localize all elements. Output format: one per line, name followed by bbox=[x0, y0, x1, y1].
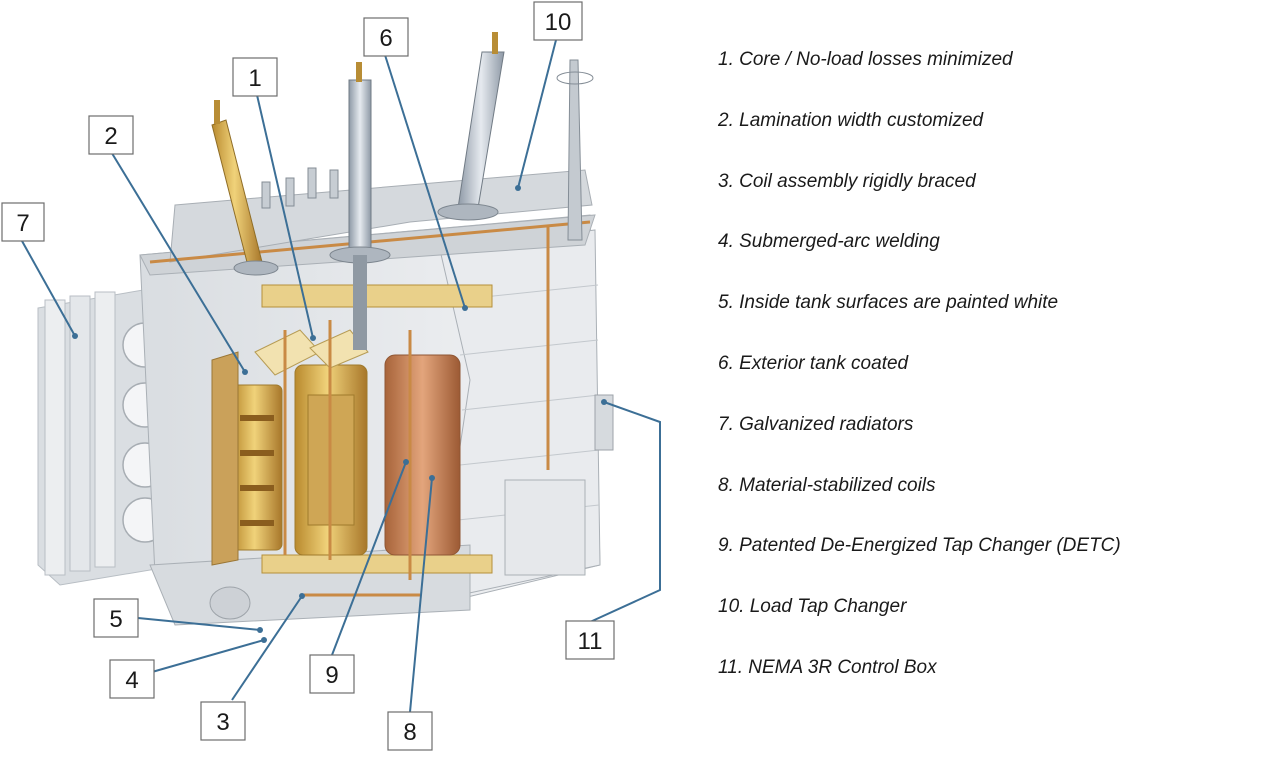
legend-item-8: 8. Material-stabilized coils bbox=[718, 474, 936, 496]
callout-8-label: 8 bbox=[403, 719, 416, 746]
callout-2-label: 2 bbox=[104, 123, 117, 150]
callout-3-label: 3 bbox=[216, 709, 229, 736]
legend-item-9: 9. Patented De-Energized Tap Changer (DE… bbox=[718, 535, 1121, 557]
tank-cover bbox=[169, 169, 593, 263]
callout-9-label: 9 bbox=[325, 662, 338, 689]
callout-11-label: 11 bbox=[578, 628, 603, 655]
callout-3: 3 bbox=[200, 701, 246, 741]
callout-6: 6 bbox=[363, 17, 409, 57]
legend-item-6: 6. Exterior tank coated bbox=[718, 352, 909, 374]
legend-item-1: 1. Core / No-load losses minimized bbox=[718, 49, 1013, 70]
callout-4: 4 bbox=[109, 659, 155, 699]
callout-1: 1 bbox=[232, 57, 278, 97]
callout-5: 5 bbox=[93, 598, 139, 638]
core-and-coil-assembly bbox=[211, 284, 493, 574]
callout-8: 8 bbox=[387, 711, 433, 751]
leader-lines bbox=[21, 39, 661, 713]
legend-item-4: 4. Submerged-arc welding bbox=[718, 231, 940, 253]
callout-7-label: 7 bbox=[16, 210, 29, 237]
callout-7: 7 bbox=[1, 202, 45, 242]
legend-item-3: 3. Coil assembly rigidly braced bbox=[718, 170, 976, 192]
callout-11: 11 bbox=[565, 620, 615, 660]
bushings bbox=[211, 32, 594, 350]
feature-legend: 1. Core / No-load losses minimized 2. La… bbox=[718, 30, 1258, 699]
callout-6-label: 6 bbox=[379, 25, 392, 52]
callout-2: 2 bbox=[88, 115, 134, 155]
legend-item-11: 11. NEMA 3R Control Box bbox=[718, 656, 937, 678]
callout-1-label: 1 bbox=[248, 65, 261, 92]
callout-4-label: 4 bbox=[125, 667, 138, 694]
legend-item-10: 10. Load Tap Changer bbox=[718, 596, 907, 618]
transformer-cutaway-diagram: 1 2 3 4 5 6 7 8 9 10 11 bbox=[1, 1, 661, 751]
legend-item-5: 5. Inside tank surfaces are painted whit… bbox=[718, 292, 1059, 314]
callout-5-label: 5 bbox=[109, 606, 122, 633]
callout-10-label: 10 bbox=[545, 9, 572, 36]
legend-item-2: 2. Lamination width customized bbox=[718, 109, 984, 131]
legend-item-7: 7. Galvanized radiators bbox=[718, 413, 914, 435]
callout-10: 10 bbox=[533, 1, 583, 41]
callout-9: 9 bbox=[309, 654, 355, 694]
